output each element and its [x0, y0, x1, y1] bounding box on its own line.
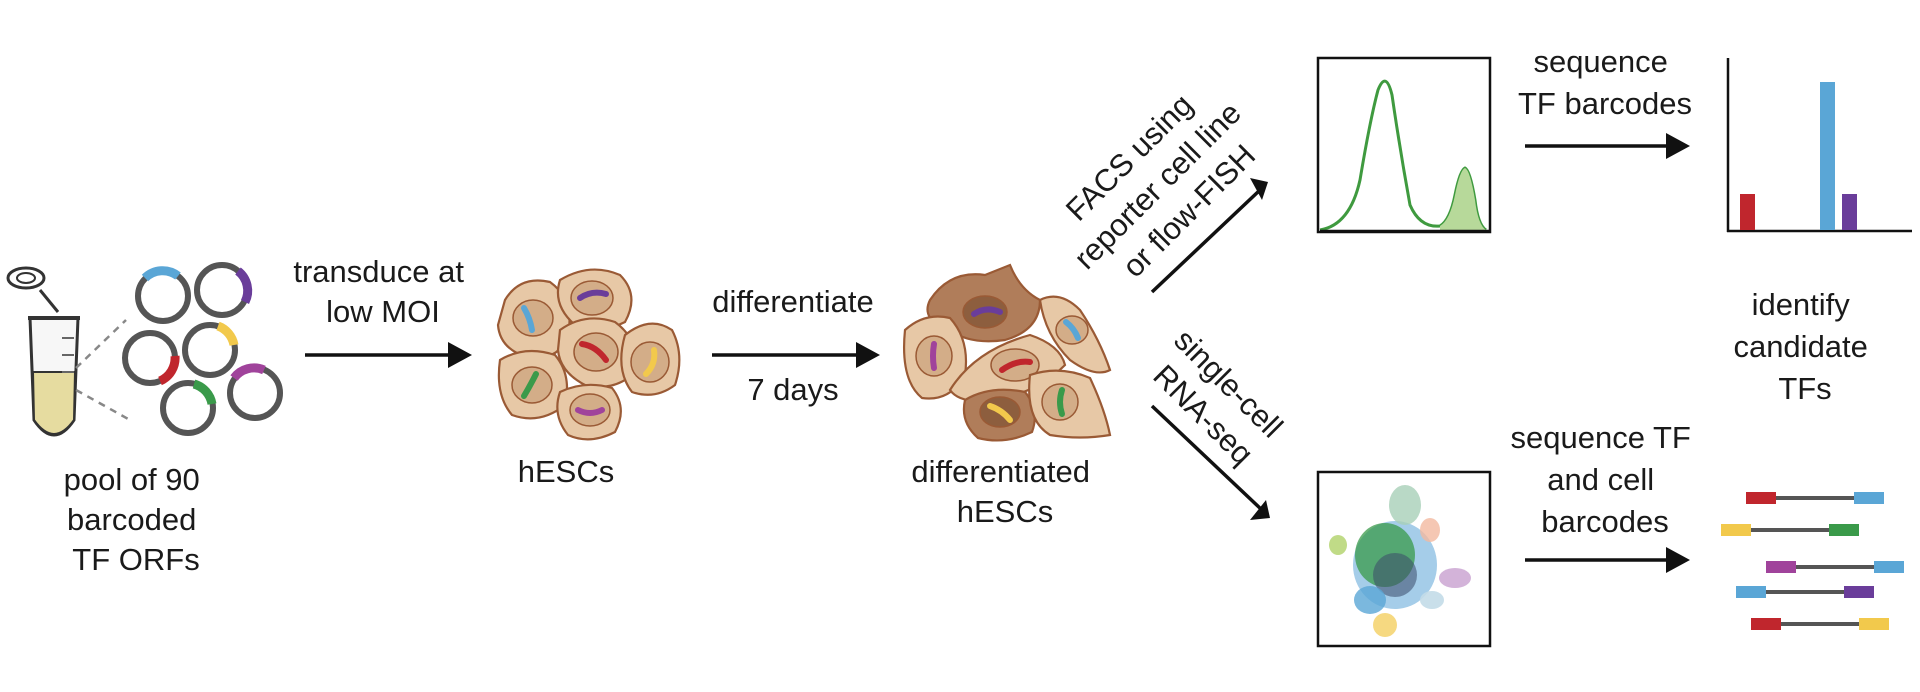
arrow-icon: [1525, 133, 1690, 159]
bar: [1740, 194, 1755, 230]
cell-icon: [496, 279, 571, 360]
tube-icon: [6, 266, 80, 437]
cell-icon: [903, 315, 968, 400]
differentiated-label: differentiated hESCs: [911, 454, 1098, 529]
cell-icon: [926, 263, 1042, 343]
hescs-label: hESCs: [518, 454, 614, 489]
facs-label: FACS using reporter cell line or flow-FI…: [1039, 61, 1282, 304]
plasmid-icon: [194, 262, 253, 318]
differentiated-cluster: [903, 263, 1112, 442]
cell-icon: [1028, 369, 1112, 439]
zoom-lines: [75, 319, 131, 422]
cell-icon: [620, 322, 681, 396]
barcode-reads: [1721, 492, 1904, 630]
differentiate-label: differentiate: [712, 284, 873, 319]
arrow-icon: [1150, 404, 1270, 520]
arrow-icon: [1150, 178, 1268, 294]
identify-label: identify candidate TFs: [1733, 287, 1876, 406]
barcode-read-icon: [1746, 492, 1884, 504]
plasmid-icon: [227, 363, 283, 421]
bar: [1820, 82, 1835, 230]
bar-chart-icon: [1726, 58, 1912, 233]
bar: [1842, 194, 1857, 230]
plasmid-icon: [122, 330, 180, 386]
cell-icon: [556, 268, 633, 331]
plasmid-icon: [160, 379, 217, 436]
cell-icon: [962, 388, 1036, 442]
cell-icon: [497, 349, 569, 420]
seq-tf-label: sequence TF barcodes: [1518, 44, 1692, 121]
arrow-icon: [305, 342, 472, 368]
plasmid-icon: [182, 321, 239, 378]
seq-tf-cell-label: sequence TF and cell barcodes: [1511, 420, 1700, 539]
days-label: 7 days: [747, 372, 838, 407]
arrow-icon: [1525, 547, 1690, 573]
cell-icon: [1038, 295, 1112, 374]
umap-icon: [1316, 470, 1492, 648]
barcode-read-icon: [1736, 586, 1874, 598]
plasmid-icon: [135, 266, 191, 324]
pool-label: pool of 90 barcoded TF ORFs: [64, 462, 209, 577]
barcode-read-icon: [1751, 618, 1889, 630]
cell-icon: [556, 317, 637, 388]
plasmid-pool: [122, 262, 283, 436]
cell-icon: [556, 383, 622, 441]
barcode-read-icon: [1721, 524, 1859, 536]
barcode-read-icon: [1766, 561, 1904, 573]
scrna-label: single-cell RNA-seq: [1139, 322, 1296, 479]
transduce-label: transduce at low MOI: [293, 254, 472, 329]
histogram-icon: [1316, 56, 1492, 234]
arrow-icon: [712, 342, 880, 368]
hesc-cluster: [496, 268, 681, 441]
